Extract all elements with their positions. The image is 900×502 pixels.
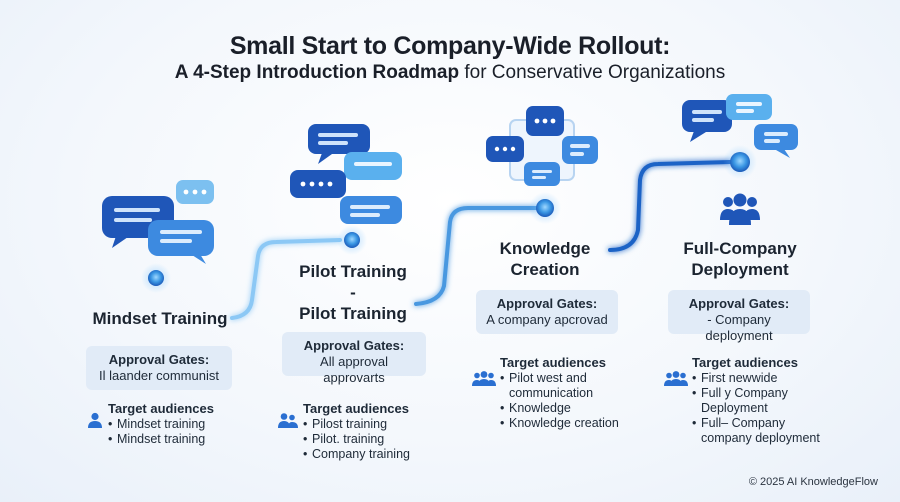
node-2 — [344, 232, 360, 248]
step-3-approval-gate: Approval Gates: A company apcrovad — [476, 290, 618, 334]
audience-item: Knowledge creation — [500, 416, 630, 431]
path-segment-2 — [414, 206, 538, 306]
audiences-title: Target audiences — [108, 401, 214, 416]
gate-text: - Company deployment — [705, 312, 773, 343]
group-icon — [664, 371, 688, 386]
gate-title: Approval Gates: — [496, 296, 598, 311]
audience-item: Pilost training — [303, 417, 443, 432]
title-line-1: Small Start to Company-Wide Rollout: — [229, 32, 671, 60]
step-2-approval-gate: Approval Gates: All approval approvarts — [282, 332, 426, 385]
chat-bubbles-icon — [102, 180, 214, 264]
title-line-2-rest: for Conservative Organizations — [459, 62, 726, 83]
copyright-footer: © 2025 AI KnowledgeFlow — [748, 476, 878, 488]
audiences-title: Target audiences — [303, 401, 409, 416]
group-icon — [472, 371, 496, 386]
gate-title: Approval Gates: — [688, 296, 790, 311]
step-1-approval-gate: Approval Gates: Il laander communist — [86, 346, 232, 390]
chat-bubbles-icon — [290, 124, 402, 224]
gate-text: A company apcrovad — [486, 312, 608, 327]
audiences-title: Target audiences — [500, 355, 606, 370]
step-2-label: Pilot Training-Pilot Training — [299, 262, 407, 323]
node-3 — [536, 199, 554, 217]
audience-item: Company training — [303, 447, 443, 462]
node-4 — [730, 152, 750, 172]
gate-text: All approval approvarts — [320, 354, 388, 385]
step-1-audiences: Target audiences Mindset training Mindse… — [108, 401, 248, 447]
audiences-title: Target audiences — [692, 355, 798, 370]
network-chat-icon — [486, 106, 598, 186]
step-4-approval-gate: Approval Gates: - Company deployment — [668, 290, 810, 343]
audience-item: Knowledge — [500, 401, 630, 416]
audience-item: Pilot west and communication — [500, 371, 630, 401]
audience-item: Mindset training — [108, 432, 248, 447]
path-segment-3 — [608, 160, 732, 252]
audience-item: Mindset training — [108, 417, 248, 432]
title-line-2: A 4-Step Introduction Roadmap for Conser… — [0, 62, 900, 84]
node-1 — [148, 270, 164, 286]
people-icon — [278, 413, 298, 428]
person-icon — [88, 412, 102, 428]
step-1-label: Mindset Training — [92, 309, 228, 328]
path-segment-1 — [230, 238, 342, 320]
step-4-audiences: Target audiences First newwide Full y Co… — [692, 355, 832, 446]
step-2-audiences: Target audiences Pilost training Pilot. … — [303, 401, 443, 462]
audience-item: Pilot. training — [303, 432, 443, 447]
audience-item: Full y Company Deployment — [692, 386, 832, 416]
step-3-audiences: Target audiences Pilot west and communic… — [500, 355, 630, 431]
gate-title: Approval Gates: — [108, 352, 210, 367]
gate-title: Approval Gates: — [303, 338, 405, 353]
chat-bubbles-icon — [682, 94, 798, 158]
group-icon — [720, 193, 760, 225]
title-line-2-bold: A 4-Step Introduction Roadmap — [174, 62, 460, 83]
audience-item: Full– Company company deployment — [692, 416, 832, 446]
gate-text: Il laander communist — [99, 368, 219, 383]
audience-item: First newwide — [692, 371, 832, 386]
